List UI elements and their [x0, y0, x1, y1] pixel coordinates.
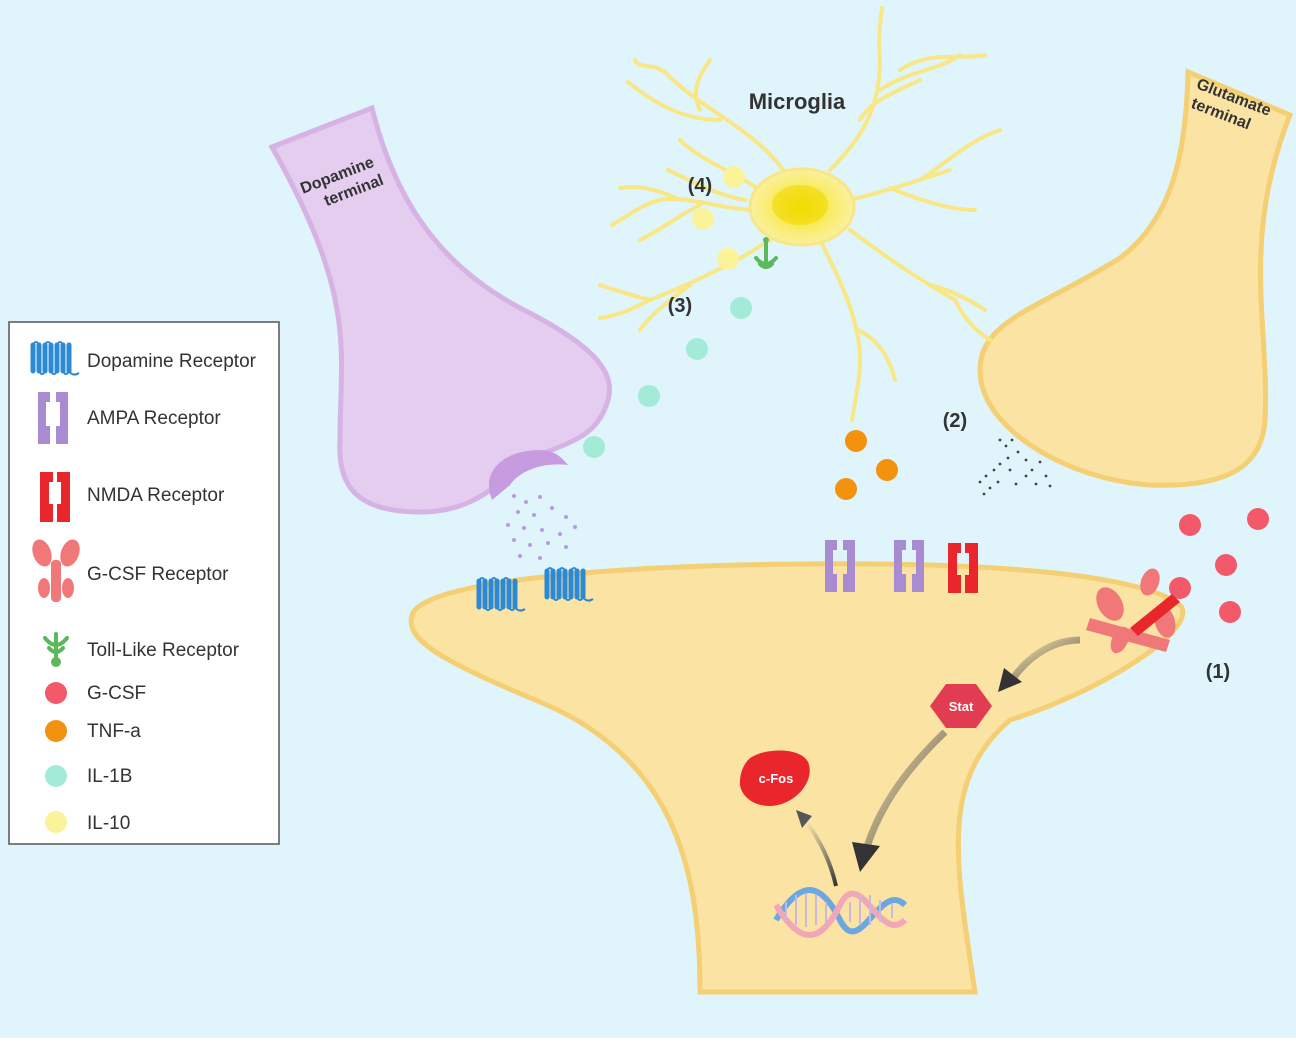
il10-dot-icon — [45, 811, 67, 833]
microglia-toll-like-receptor-icon — [754, 237, 778, 269]
legend-label-dopamine-receptor: Dopamine Receptor — [87, 351, 257, 372]
legend-label-tnfa: TNF-a — [87, 721, 141, 742]
arrowhead — [998, 668, 1022, 692]
ampa-receptor-icon — [38, 392, 68, 444]
il1b-molecules — [583, 297, 752, 458]
gcsf-to-stat-arrow — [1009, 636, 1081, 682]
stat-label: Stat — [949, 699, 974, 714]
ampa-receptor-icon — [894, 540, 924, 592]
legend-label-il10: IL-10 — [87, 813, 130, 834]
il1b-dot-icon — [45, 765, 67, 787]
microglia-label: Microglia — [749, 89, 846, 114]
legend-label-nmda-receptor: NMDA Receptor — [87, 485, 225, 506]
nmda-receptor-icon — [40, 472, 70, 522]
gcsf-receptor-icon — [1086, 568, 1180, 654]
dopamine-vesicles — [506, 494, 577, 560]
cfos-label: c-Fos — [759, 771, 794, 786]
cfos-protein — [739, 750, 810, 806]
nmda-receptor-icon — [948, 543, 978, 593]
dopamine-release-site — [488, 450, 568, 500]
legend-label-ampa-receptor: AMPA Receptor — [87, 408, 221, 429]
stat-protein — [930, 684, 992, 728]
glutamate-terminal — [977, 68, 1294, 488]
arrowhead — [852, 842, 880, 872]
step-3-label: (3) — [668, 295, 692, 317]
microglia — [598, 6, 1002, 422]
legend-label-il1b: IL-1B — [87, 766, 132, 787]
arrowhead — [796, 810, 812, 828]
stat-to-dna-arrow — [862, 729, 948, 852]
glutamate-vesicles — [978, 438, 1052, 496]
microglia-nucleus — [772, 185, 828, 225]
legend-label-gcsf-receptor: G-CSF Receptor — [87, 564, 229, 585]
dna-to-cfos-arrow — [804, 820, 838, 887]
step-4-label: (4) — [688, 175, 712, 197]
toll-like-receptor-icon — [43, 632, 69, 667]
gcsf-dot-icon — [45, 682, 67, 704]
tnfa-dot-icon — [45, 720, 67, 742]
dna-helix — [773, 887, 908, 938]
legend-label-gcsf: G-CSF — [87, 683, 146, 704]
ampa-receptor-icon — [825, 540, 855, 592]
legend: Dopamine Receptor AMPA Receptor NMDA Rec… — [8, 321, 280, 845]
step-1-label: (1) — [1206, 661, 1230, 683]
legend-label-toll-like-receptor: Toll-Like Receptor — [87, 640, 240, 661]
tnfa-molecules — [835, 430, 898, 500]
il10-molecules — [692, 166, 745, 270]
gcsf-receptor-icon — [32, 539, 80, 602]
gcsf-molecules — [1169, 508, 1269, 623]
step-2-label: (2) — [943, 410, 967, 432]
